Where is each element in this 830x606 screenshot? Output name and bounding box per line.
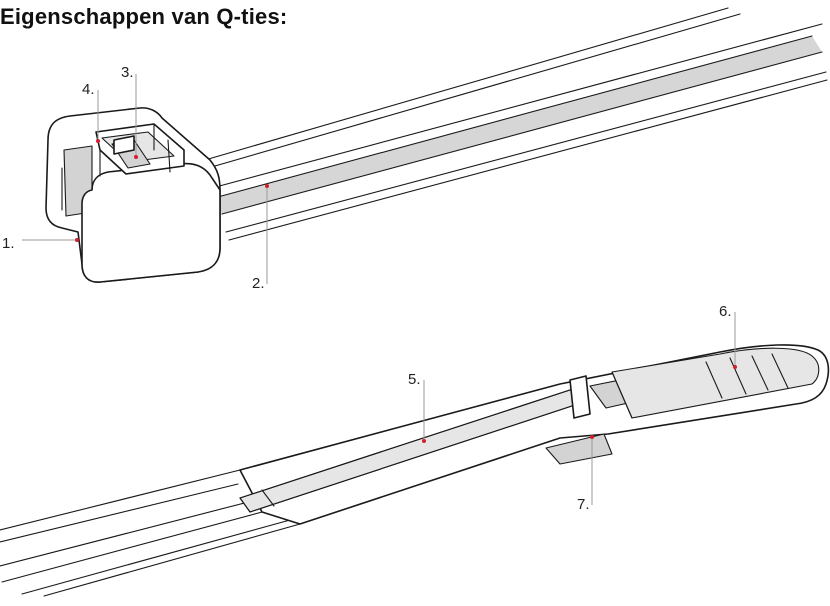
tie-head-illustration: 1. 2. 3. 4. (2, 7, 828, 292)
diagram-title: Eigenschappen van Q-ties: (0, 4, 288, 29)
callout-6: 6. (719, 303, 737, 369)
callout-7-label: 7. (577, 496, 590, 513)
callout-5: 5. (408, 371, 426, 443)
callout-2-label: 2. (252, 275, 265, 292)
callout-3-label: 3. (121, 64, 134, 81)
callout-1-label: 1. (2, 235, 15, 252)
callout-7: 7. (577, 435, 594, 513)
tie-head (45, 107, 221, 283)
callout-2: 2. (252, 184, 269, 292)
strap-bottom (0, 469, 301, 597)
tail-center-strip (239, 387, 585, 513)
callout-1: 1. (2, 235, 79, 252)
callout-5-label: 5. (408, 371, 421, 388)
callout-4: 4. (82, 81, 100, 143)
callout-6-label: 6. (719, 303, 732, 320)
tie-tail-illustration: 5. 6. 7. (0, 303, 830, 597)
strap-top (204, 7, 828, 241)
callout-4-label: 4. (82, 81, 95, 98)
callout-3: 3. (121, 64, 138, 159)
